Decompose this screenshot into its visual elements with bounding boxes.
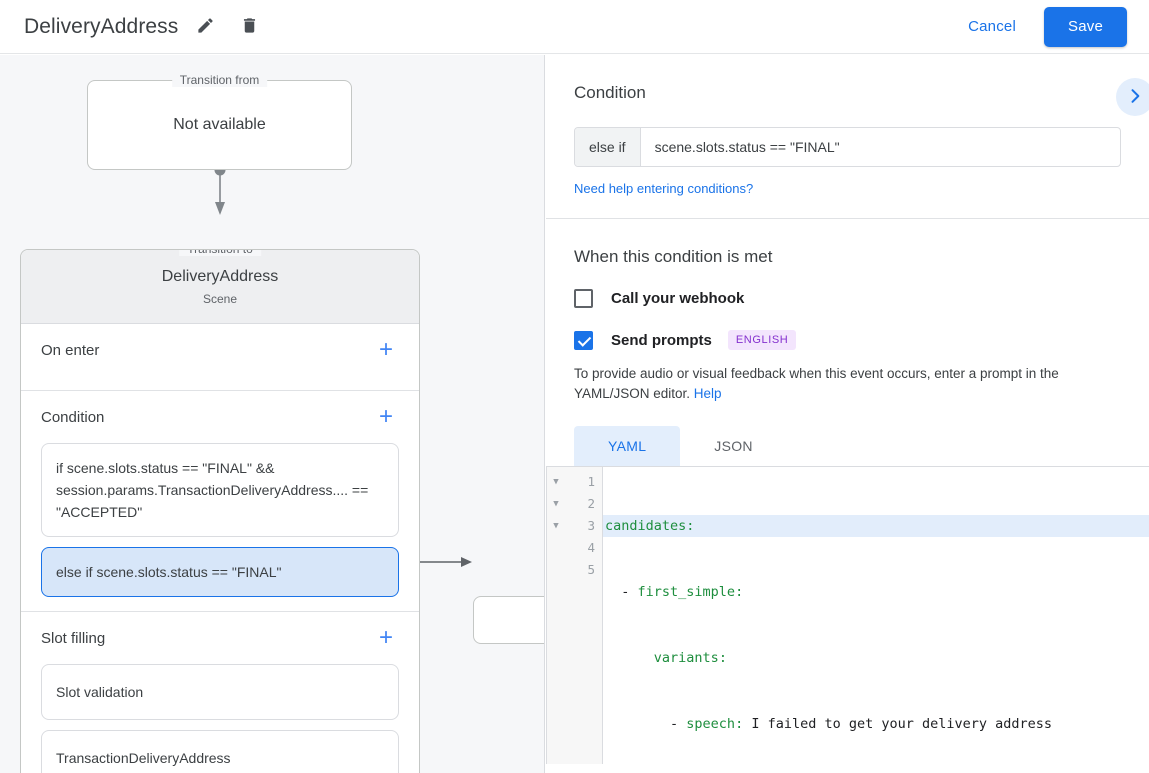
section-condition: Condition + if scene.slots.status == "FI… (21, 391, 419, 612)
fold-arrow-icon[interactable]: ▼ (553, 499, 559, 509)
page-title: DeliveryAddress (24, 14, 179, 38)
details-panel: Condition else if Need help entering con… (546, 55, 1149, 773)
section-header: On enter + (41, 324, 399, 376)
transition-from-node[interactable]: Transition from Not available (87, 73, 352, 170)
transition-from-legend: Transition from (171, 73, 268, 87)
editor-code-area[interactable]: candidates: - first_simple: variants: - … (603, 467, 1149, 764)
code-line[interactable]: variants: (653, 650, 727, 666)
line-number: 1 (587, 474, 595, 489)
tab-yaml[interactable]: YAML (574, 426, 681, 466)
edit-name-button[interactable] (188, 10, 222, 44)
send-prompts-row[interactable]: Send prompts ENGLISH (574, 330, 1121, 350)
condition-prefix-label: else if (575, 128, 641, 166)
help-link[interactable]: Help (693, 386, 722, 401)
scene-type: Scene (202, 291, 238, 306)
fold-arrow-icon[interactable]: ▼ (553, 477, 559, 487)
trash-icon (240, 16, 259, 38)
line-number: 4 (587, 540, 595, 555)
save-button[interactable]: Save (1044, 6, 1127, 47)
add-on-enter-button[interactable]: + (378, 336, 393, 363)
send-prompts-label: Send prompts (611, 331, 712, 349)
editor-gutter: ▼ 1 ▼ 2 ▼ 3 4 5 (547, 467, 603, 764)
transition-to-legend: Transition to (179, 250, 261, 256)
condition-input-row[interactable]: else if (574, 127, 1121, 167)
chevron-right-icon (1125, 86, 1145, 109)
panel-when-met-section: When this condition is met Call your web… (546, 219, 1149, 466)
add-slot-button[interactable]: + (378, 624, 393, 651)
call-webhook-label: Call your webhook (611, 290, 745, 307)
prompt-code-editor[interactable]: ▼ 1 ▼ 2 ▼ 3 4 5 (546, 466, 1149, 764)
send-prompts-description: To provide audio or visual feedback when… (574, 364, 1121, 404)
top-app-bar: DeliveryAddress Cancel Save (0, 0, 1149, 54)
language-badge: ENGLISH (727, 330, 797, 350)
condition-help-link[interactable]: Need help entering conditions? (574, 181, 754, 196)
section-title-condition: Condition (41, 408, 105, 426)
editor-format-tabs: YAML JSON (574, 426, 1121, 466)
scene-card-header: DeliveryAddress Scene (21, 250, 419, 324)
gutter-row: ▼ 2 (547, 493, 602, 515)
cancel-button[interactable]: Cancel (956, 10, 1028, 43)
send-prompts-description-text: To provide audio or visual feedback when… (574, 366, 1059, 401)
transition-target-node[interactable] (473, 596, 544, 644)
line-number: 5 (587, 562, 595, 577)
code-line[interactable]: - speech: I failed to get your delivery … (605, 716, 1053, 732)
transition-from-value: Not available (173, 116, 266, 133)
gutter-row: ▼ 3 (547, 515, 602, 537)
gutter-row: 4 (547, 537, 602, 559)
code-line[interactable]: - first_simple: (605, 584, 744, 600)
pencil-icon (196, 16, 215, 38)
condition-item[interactable]: if scene.slots.status == "FINAL" && sess… (41, 443, 399, 537)
transition-to-node[interactable]: Transition to DeliveryAddress Scene On e… (20, 249, 420, 773)
condition-item-selected[interactable]: else if scene.slots.status == "FINAL" (41, 547, 399, 597)
delete-button[interactable] (232, 10, 266, 44)
webhook-row[interactable]: Call your webhook (574, 289, 1121, 308)
section-title-on-enter: On enter (41, 341, 100, 359)
add-condition-button[interactable]: + (378, 403, 393, 430)
section-title-slot-filling: Slot filling (41, 629, 106, 647)
slot-item-transaction-delivery-address[interactable]: TransactionDeliveryAddress (41, 730, 399, 773)
condition-expression-input[interactable] (640, 128, 1120, 166)
panel-condition-section: Condition else if Need help entering con… (546, 55, 1149, 219)
send-prompts-checkbox[interactable] (574, 330, 593, 350)
condition-heading: Condition (574, 83, 646, 102)
expand-panel-button[interactable] (1116, 78, 1149, 116)
section-header: Condition + (41, 391, 399, 443)
call-webhook-checkbox[interactable] (574, 289, 593, 308)
section-slot-filling: Slot filling + Slot validation Transacti… (21, 612, 419, 773)
section-header: Slot filling + (41, 612, 399, 664)
flow-canvas[interactable]: Transition from Not available Transition… (0, 55, 545, 773)
gutter-row: ▼ 1 (547, 471, 602, 493)
line-number: 2 (587, 496, 595, 511)
section-on-enter: On enter + (21, 324, 419, 391)
scene-name: DeliveryAddress (161, 267, 279, 285)
line-number: 3 (587, 518, 595, 533)
when-met-heading: When this condition is met (574, 247, 773, 266)
gutter-row: 5 (547, 559, 602, 581)
code-line[interactable]: candidates: (603, 515, 1149, 537)
fold-arrow-icon[interactable]: ▼ (553, 521, 559, 531)
slot-item-validation[interactable]: Slot validation (41, 664, 399, 720)
tab-json[interactable]: JSON (714, 438, 753, 454)
